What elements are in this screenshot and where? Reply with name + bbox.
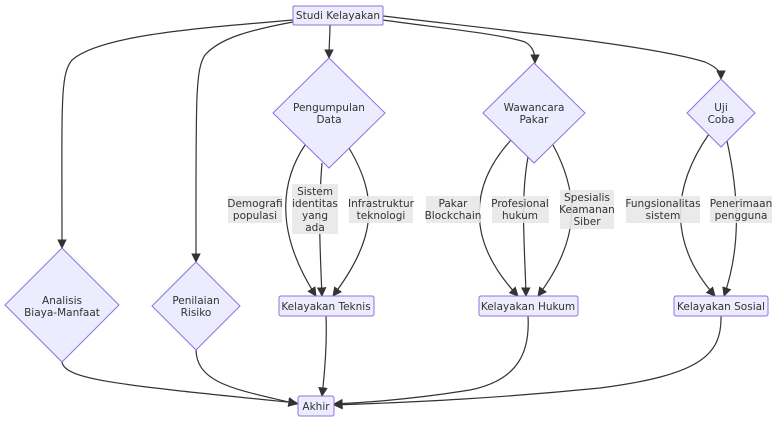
edge-studi-wawancara — [382, 19, 540, 64]
node-label: Pakar — [520, 114, 550, 126]
edge-label-line: Sistem — [297, 186, 333, 198]
node-label: Analisis — [42, 295, 82, 307]
node-label: Wawancara — [504, 102, 565, 114]
node-studi-kelayakan[interactable]: Studi Kelayakan — [292, 5, 384, 26]
edge-label-line: pengguna — [715, 210, 768, 222]
edge-penilaian-akhir — [195, 348, 298, 407]
node-analisis-biaya-manfaat[interactable]: Analisis Biaya-Manfaat — [4, 247, 120, 363]
edge-label-spesialis: Spesialis Keamanan Siber — [559, 190, 615, 229]
edge-label-line: Demografi — [227, 198, 282, 210]
edge-studi-pengumpulan — [324, 23, 334, 59]
edge-label-line: ada — [305, 222, 325, 234]
node-label: Risiko — [181, 307, 212, 319]
node-akhir[interactable]: Akhir — [297, 395, 335, 417]
node-label: Kelayakan Teknis — [281, 301, 370, 313]
edge-label-line: Siber — [573, 216, 601, 228]
edge-label-line: Keamanan — [559, 204, 615, 216]
node-kelayakan-hukum[interactable]: Kelayakan Hukum — [478, 295, 579, 317]
edge-label-line: hukum — [502, 210, 538, 222]
edge-label-line: teknologi — [357, 210, 406, 222]
edge-label-sistem-identitas: Sistem identitas yang ada — [292, 184, 338, 234]
edge-label-line: identitas — [292, 198, 338, 210]
edge-studi-penilaian — [191, 21, 294, 263]
node-label: Biaya-Manfaat — [24, 307, 100, 319]
edge-label-line: Profesional — [491, 198, 549, 210]
node-label: Coba — [708, 114, 735, 126]
edge-studi-analisis — [57, 19, 294, 249]
node-label: Akhir — [302, 401, 330, 413]
node-label: Data — [316, 114, 341, 126]
edge-labels: Demografi populasi Sistem identitas yang… — [227, 184, 772, 234]
edge-pengumpulan-teknis-demografi — [285, 144, 317, 297]
edge-label-line: Spesialis — [564, 192, 610, 204]
edge-label-demografi: Demografi populasi — [227, 196, 283, 223]
edge-teknis-akhir — [318, 315, 328, 397]
edge-label-infrastruktur: Infrastruktur teknologi — [348, 196, 415, 223]
edge-label-line: Infrastruktur — [348, 198, 415, 210]
nodes: Studi Kelayakan Pengumpulan Data Wawanca… — [4, 5, 769, 417]
edge-studi-uji — [382, 15, 726, 80]
edge-hukum-akhir — [333, 315, 529, 409]
edge-label-profesional: Profesional hukum — [491, 196, 549, 223]
node-label: Kelayakan Hukum — [481, 301, 575, 313]
node-label: Penilaian — [172, 295, 219, 307]
node-label: Pengumpulan — [293, 102, 365, 114]
node-label: Kelayakan Sosial — [677, 301, 765, 313]
edge-sosial-akhir — [333, 315, 722, 410]
edge-label-line: Fungsionalitas — [625, 198, 700, 210]
edge-label-line: sistem — [646, 210, 681, 222]
node-pengumpulan-data[interactable]: Pengumpulan Data — [272, 57, 386, 169]
edge-label-line: Blockchain — [425, 210, 482, 222]
edge-label-line: Pakar — [439, 198, 469, 210]
node-kelayakan-sosial[interactable]: Kelayakan Sosial — [673, 295, 769, 317]
edge-label-fungsionalitas: Fungsionalitas sistem — [625, 196, 701, 223]
node-label: Studi Kelayakan — [296, 10, 380, 22]
edge-wawancara-hukum-profesional — [521, 156, 531, 297]
edge-uji-sosial-penerimaan — [722, 140, 737, 297]
edge-label-line: Penerimaan — [710, 198, 773, 210]
node-wawancara-pakar[interactable]: Wawancara Pakar — [482, 62, 586, 164]
edge-label-pakar-blockchain: Pakar Blockchain — [425, 196, 482, 223]
node-label: Uji — [714, 102, 728, 114]
edge-label-penerimaan: Penerimaan pengguna — [710, 196, 773, 223]
edge-label-line: yang — [302, 210, 328, 222]
node-uji-coba[interactable]: Uji Coba — [686, 78, 756, 148]
node-penilaian-risiko[interactable]: Penilaian Risiko — [151, 261, 241, 351]
node-kelayakan-teknis[interactable]: Kelayakan Teknis — [278, 295, 375, 317]
edge-label-line: populasi — [233, 210, 277, 222]
edge-analisis-akhir — [61, 361, 298, 407]
edges — [57, 15, 737, 410]
